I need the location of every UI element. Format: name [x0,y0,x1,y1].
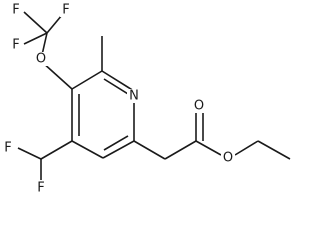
bonds [17,11,291,180]
atom-o-ester: O [221,151,235,166]
svg-text:O: O [36,52,46,67]
svg-text:F: F [12,3,19,18]
bond-c6-ch2 [133,140,166,160]
bond-ring-c3-c2 [71,70,103,90]
bond-o-ester-ch2 [234,140,259,156]
atom-o-ether: O [34,52,48,67]
bond-ring-c6-c5 [102,140,135,159]
atom-f5: F [35,181,47,196]
svg-text:F: F [62,3,69,18]
svg-text:O: O [194,99,204,114]
atom-f3: F [60,3,72,18]
bond-c-f1 [23,11,48,34]
atom-f2: F [10,38,22,53]
bond-c-o-ether [41,32,48,56]
svg-text:F: F [37,181,44,196]
bond-ethyl [257,140,291,160]
molecule-diagram: F F F O N O O F [2,2,291,196]
atom-f1: F [10,3,22,18]
svg-text:F: F [12,38,19,53]
bond-chf2-f4 [17,147,42,160]
bond-ring-c2-n-inner [103,78,129,95]
atom-n-ring: N [127,89,141,104]
atom-labels: F F F O N O O F [2,3,235,196]
svg-text:F: F [4,141,11,156]
bond-c-f3 [46,14,63,34]
atom-o-carbonyl: O [192,99,206,114]
bond-c4-chf2 [40,140,73,160]
bond-ring-c6-c5-inner [103,135,129,151]
bond-carbonyl-o-ester [195,140,222,156]
bond-o-ring [41,61,73,90]
bond-ring-c5-c4 [71,140,104,159]
svg-text:O: O [223,151,233,166]
atom-f4: F [2,141,14,156]
bond-ch2-carbonyl [164,140,197,160]
bond-ring-c2-n [101,70,135,92]
svg-text:N: N [129,89,139,104]
bond-c-f2 [23,32,48,45]
